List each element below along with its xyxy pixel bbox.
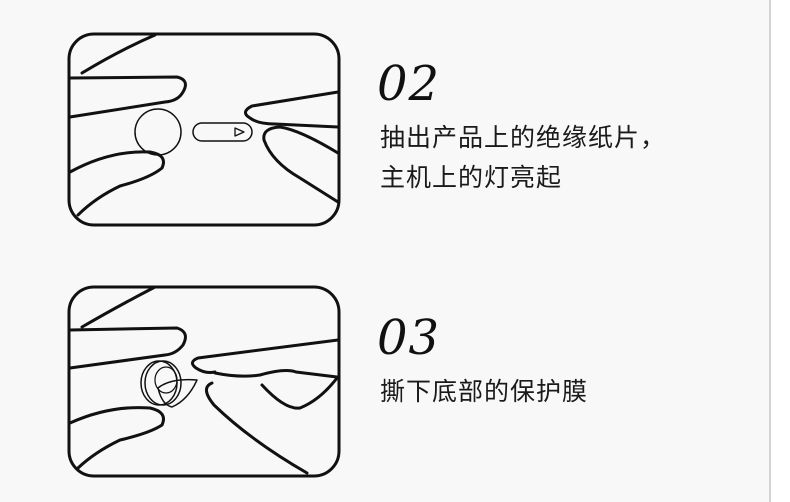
instruction-page: 02 抽出产品上的绝缘纸片， 主机上的灯亮起 03 撕下底部的保护膜 bbox=[67, 0, 771, 502]
step-02-description: 抽出产品上的绝缘纸片， 主机上的灯亮起 bbox=[380, 118, 666, 198]
step-02-line-1: 抽出产品上的绝缘纸片， bbox=[380, 123, 667, 152]
step-02-number: 02 bbox=[377, 56, 441, 112]
step-02-illustration bbox=[67, 32, 341, 478]
step-03-description: 撕下底部的保护膜 bbox=[380, 372, 588, 412]
step-03-number: 03 bbox=[377, 310, 441, 366]
step-02-line-2: 主机上的灯亮起 bbox=[380, 163, 563, 192]
step-03-line-1: 撕下底部的保护膜 bbox=[380, 377, 589, 406]
